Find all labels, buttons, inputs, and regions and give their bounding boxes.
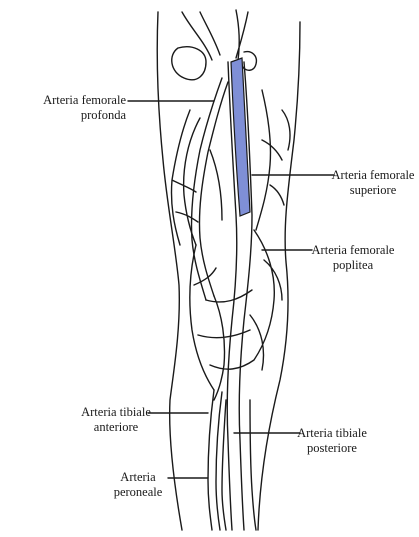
- label-arteria-peroneale: Arteria peroneale: [106, 470, 170, 500]
- peroneal-branch: [222, 400, 226, 530]
- label-arteria-femorale-profonda: Arteria femorale profonda: [8, 93, 126, 123]
- vessel-top-left: [182, 12, 220, 60]
- deep-femoral-branch: [191, 78, 222, 300]
- label-arteria-tibiale-posteriore: Arteria tibiale posteriore: [290, 426, 374, 456]
- label-arteria-femorale-superiore: Arteria femorale superiore: [330, 168, 416, 198]
- pelvic-loop-left: [172, 47, 206, 80]
- label-arteria-tibiale-anteriore: Arteria tibiale anteriore: [74, 405, 158, 435]
- leg-outline-left: [157, 12, 182, 530]
- superior-femoral-artery-highlight: [231, 58, 250, 216]
- tibial-posterior-branch: [250, 400, 256, 530]
- tibial-anterior-branch: [208, 390, 214, 530]
- vessel-top-right: [236, 10, 248, 60]
- label-arteria-femorale-poplitea: Arteria femorale poplitea: [310, 243, 396, 273]
